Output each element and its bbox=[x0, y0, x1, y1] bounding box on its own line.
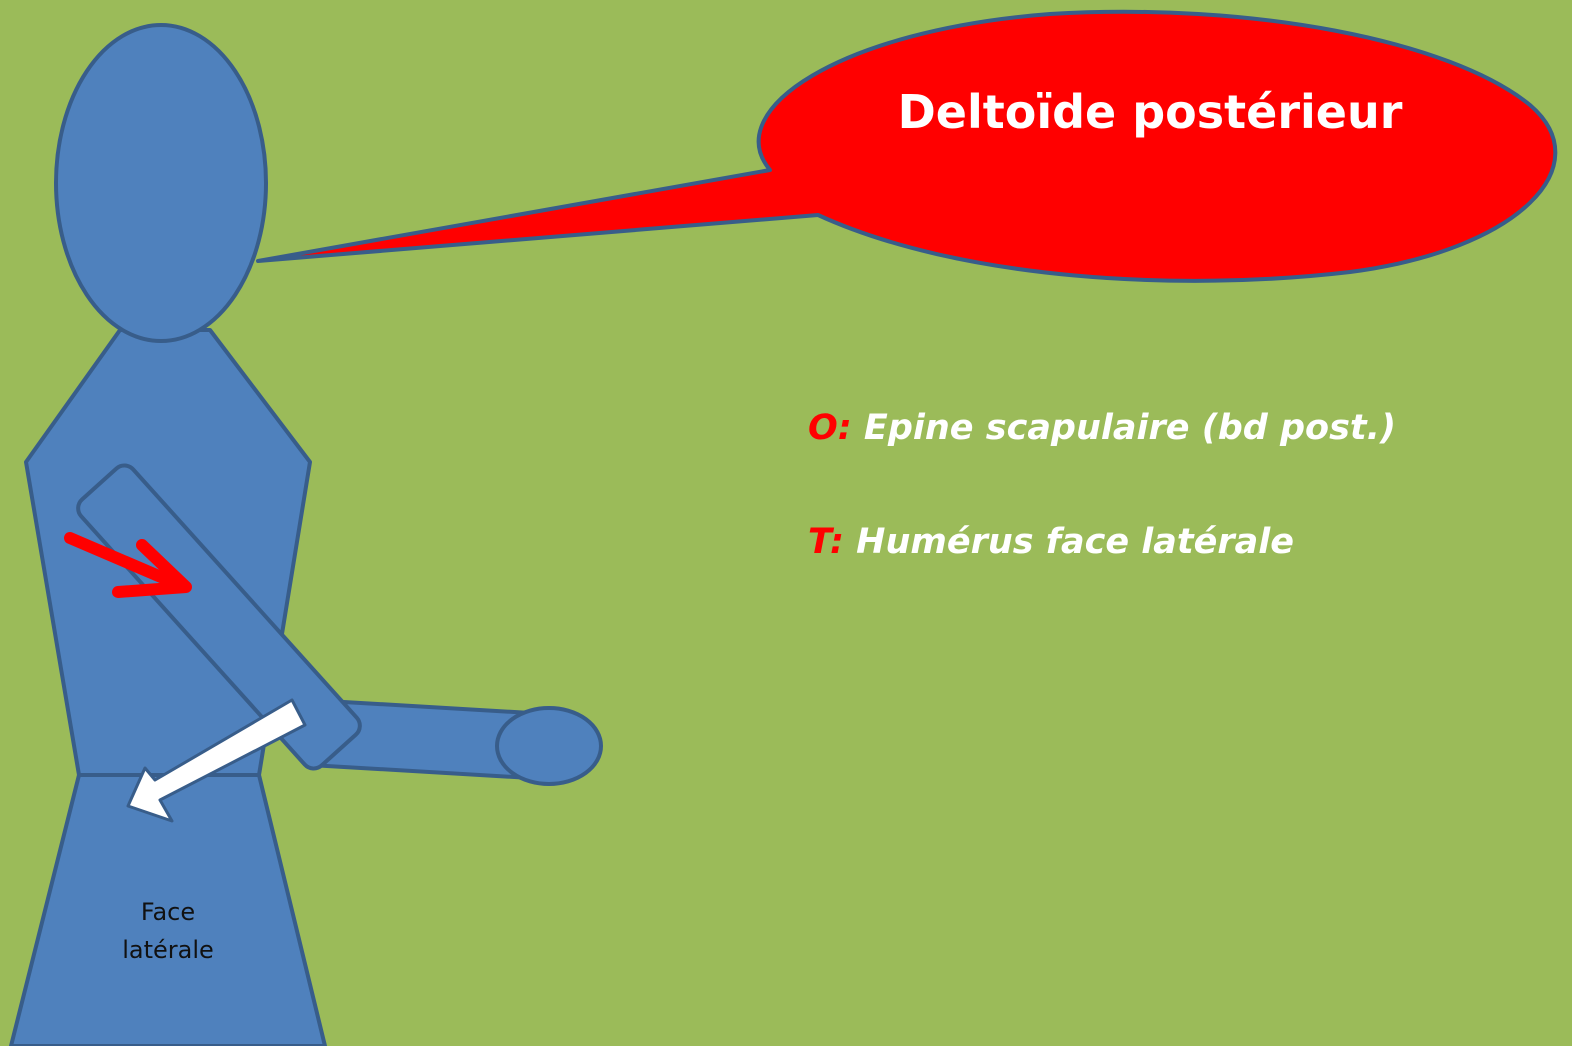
hand bbox=[497, 708, 601, 784]
muscle-title: Deltoïde postérieur bbox=[820, 82, 1480, 142]
head bbox=[56, 25, 266, 341]
terminus-text: Humérus face latérale bbox=[844, 522, 1294, 562]
origin-line: O: Epine scapulaire (bd post.) bbox=[808, 406, 1396, 450]
face-laterale-label: Face latérale bbox=[100, 893, 236, 969]
terminus-line: T: Humérus face latérale bbox=[808, 520, 1294, 564]
origin-text: Epine scapulaire (bd post.) bbox=[852, 408, 1396, 448]
body-label-line2: latérale bbox=[100, 931, 236, 969]
speech-bubble bbox=[258, 12, 1555, 281]
body-label-line1: Face bbox=[100, 893, 236, 931]
origin-key: O: bbox=[808, 408, 852, 448]
terminus-key: T: bbox=[808, 522, 844, 562]
